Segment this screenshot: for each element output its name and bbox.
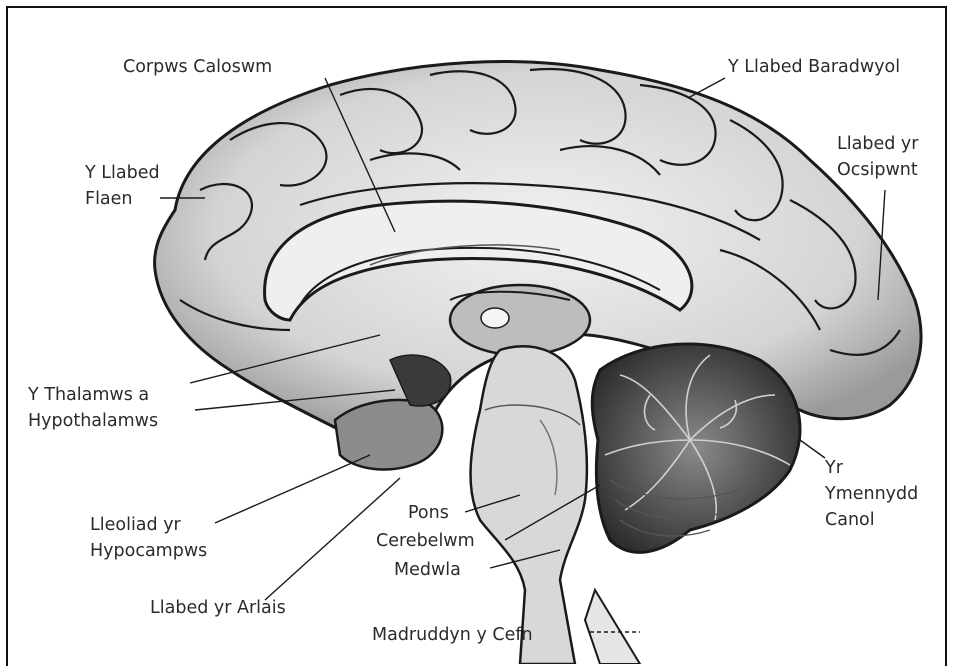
label-spinal-cord: Madruddyn y Cefn xyxy=(372,622,533,648)
label-hippocampus-line1: Lleoliad yr xyxy=(90,512,207,538)
label-midbrain: Yr Ymennydd Canol xyxy=(825,455,918,533)
label-medulla: Medwla xyxy=(394,557,461,583)
label-midbrain-line1: Yr xyxy=(825,455,918,481)
label-midbrain-line2: Ymennydd xyxy=(825,481,918,507)
label-hippocampus: Lleoliad yr Hypocampws xyxy=(90,512,207,564)
label-midbrain-line3: Canol xyxy=(825,507,918,533)
label-thalamus-line1: Y Thalamws a xyxy=(28,382,158,408)
spinal-cord-shape xyxy=(585,590,640,664)
label-occipital-lobe: Llabed yr Ocsipwnt xyxy=(837,131,918,183)
label-pons: Pons xyxy=(408,500,449,526)
label-frontal-lobe: Y Llabed Flaen xyxy=(85,160,160,212)
label-temporal-lobe: Llabed yr Arlais xyxy=(150,595,286,621)
label-frontal-lobe-line2: Flaen xyxy=(85,186,160,212)
label-thalamus-line2: Hypothalamws xyxy=(28,408,158,434)
label-parietal-lobe: Y Llabed Baradwyol xyxy=(728,54,900,80)
label-occipital-lobe-line2: Ocsipwnt xyxy=(837,157,918,183)
temporal-region-shape xyxy=(335,400,442,469)
thalamus-shape xyxy=(450,285,590,355)
label-hippocampus-line2: Hypocampws xyxy=(90,538,207,564)
label-corpus-callosum: Corpws Caloswm xyxy=(123,54,272,80)
label-frontal-lobe-line1: Y Llabed xyxy=(85,160,160,186)
label-thalamus: Y Thalamws a Hypothalamws xyxy=(28,382,158,434)
label-occipital-lobe-line1: Llabed yr xyxy=(837,131,918,157)
label-cerebellum: Cerebelwm xyxy=(376,528,475,554)
